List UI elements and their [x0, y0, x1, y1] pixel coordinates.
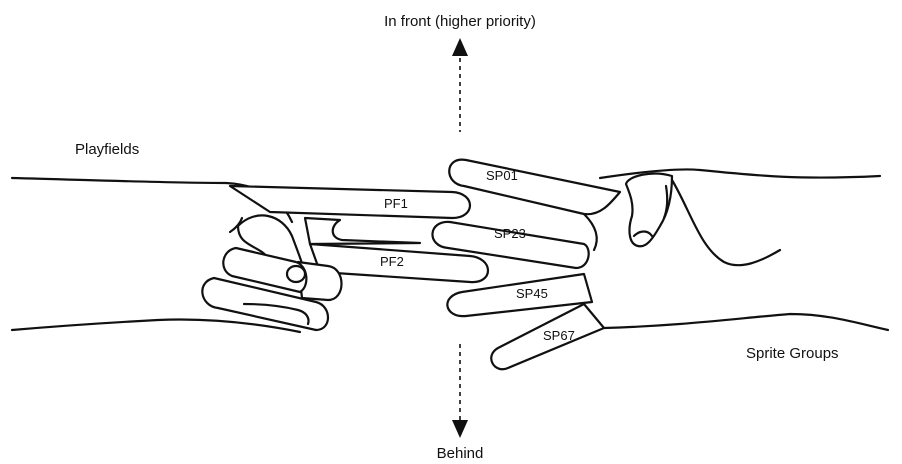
sp45-label: SP45	[516, 286, 548, 301]
left-arm-bottom-edge	[10, 318, 302, 334]
left-thumb-crease	[228, 216, 244, 234]
priority-axis	[452, 38, 468, 438]
sp45-finger	[446, 272, 594, 318]
sp67-finger	[490, 302, 606, 371]
pf1-label: PF1	[384, 196, 408, 211]
pf1-finger-base	[303, 216, 422, 246]
right-arm-bottom-edge	[602, 312, 890, 332]
curled-finger-crease	[242, 302, 310, 326]
sprite-groups-hand	[431, 158, 890, 371]
sprite-groups-label: Sprite Groups	[746, 345, 839, 362]
right-thumb-nail	[632, 230, 654, 238]
up-arrow-icon	[452, 38, 468, 56]
pf2-label: PF2	[380, 254, 404, 269]
pf2-finger	[308, 242, 489, 284]
curled-finger-1	[296, 260, 343, 302]
playfields-hand	[10, 176, 489, 334]
playfields-label: Playfields	[75, 141, 139, 158]
sp01-label: SP01	[486, 168, 518, 183]
right-arm-top-edge	[598, 168, 882, 180]
curled-finger-2	[222, 246, 308, 294]
right-palm-edge	[582, 212, 598, 252]
bottom-label: Behind	[437, 445, 484, 462]
down-arrow-icon	[452, 420, 468, 438]
pf1-finger	[228, 184, 471, 220]
right-thumb-crease	[662, 184, 669, 220]
sp23-label: SP23	[494, 226, 526, 241]
left-thumb-nail	[285, 264, 307, 284]
top-label: In front (higher priority)	[384, 13, 536, 30]
right-palm-line	[670, 178, 782, 267]
sp01-finger	[448, 158, 622, 216]
right-thumb	[624, 172, 674, 248]
sp67-label: SP67	[543, 328, 575, 343]
sp23-finger	[431, 220, 590, 270]
